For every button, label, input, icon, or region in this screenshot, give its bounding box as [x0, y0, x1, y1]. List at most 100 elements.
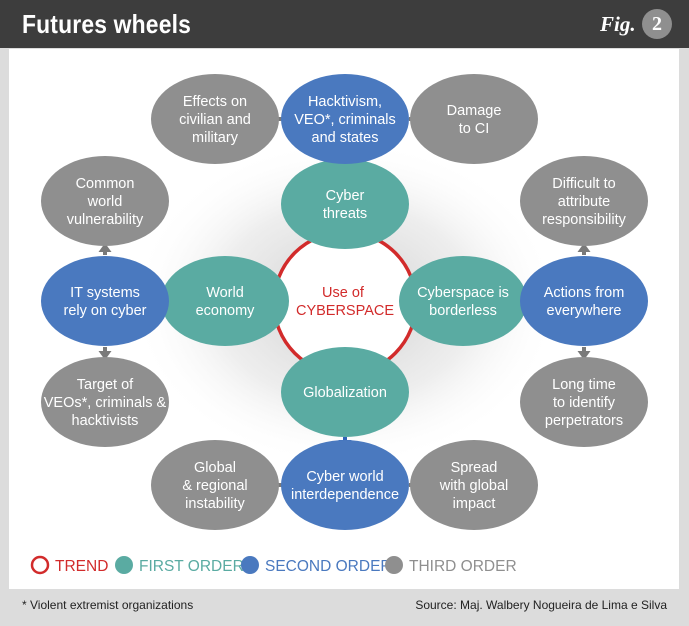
node-first-bottom-shape	[281, 347, 409, 437]
figure-label: Fig.	[600, 12, 636, 36]
legend-third-order-label: THIRD ORDER	[409, 558, 517, 575]
node-third-left-top-shape	[41, 156, 169, 246]
node-first-left-label: World economy	[196, 285, 256, 319]
node-first-right-shape	[399, 256, 527, 346]
node-third-right-top-line-2: attribute	[558, 194, 610, 210]
node-third-left-bottom-line-1: Target of	[77, 377, 134, 393]
node-first-top-label: Cyber threats	[323, 188, 367, 222]
node-third-bottom-left-label: Global & regional instability	[182, 460, 247, 512]
arrow-it-systems-to-target-head	[98, 351, 112, 360]
node-third-top-left-shape	[151, 74, 279, 164]
node-third-bottom-right-line-3: impact	[453, 496, 496, 512]
node-first-top-line-2: threats	[323, 206, 367, 222]
arrow-actions-to-perpetrators	[577, 347, 591, 360]
source-credit: Source: Maj. Walbery Nogueira de Lima e …	[415, 598, 667, 612]
legend-first-order-swatch	[115, 556, 133, 574]
node-second-top-line-3: and states	[312, 130, 379, 146]
figure-number-badge: 2	[642, 9, 672, 39]
node-first-left-line-2: economy	[196, 303, 256, 319]
node-first-bottom-line-1: Globalization	[303, 385, 387, 401]
legend-trend-swatch	[30, 555, 50, 575]
node-third-right-bottom-shape	[520, 357, 648, 447]
node-third-left-bottom-shape	[41, 357, 169, 447]
node-third-left-top-label: Common world vulnerability	[67, 176, 144, 228]
node-first-bottom-label: Globalization	[303, 385, 387, 401]
node-first-bottom: Globalization	[281, 347, 409, 437]
node-third-bottom-left-line-1: Global	[194, 460, 236, 476]
header-bar: Futures wheels Fig. 2	[0, 0, 689, 48]
node-third-bottom-right-shape	[410, 440, 538, 530]
figure-title: Futures wheels	[22, 9, 192, 39]
node-first-top-shape	[281, 159, 409, 249]
node-second-left-shape	[41, 256, 169, 346]
legend-trend-label: TREND	[55, 558, 108, 575]
legend: TREND FIRST ORDER SECOND ORDER THIRD ORD…	[30, 555, 517, 575]
node-second-top-line-2: VEO*, criminals	[294, 112, 396, 128]
node-first-right-line-1: Cyberspace is	[417, 285, 509, 301]
node-third-bottom-left-line-3: instability	[185, 496, 245, 512]
node-second-bottom: Cyber world interdependence	[281, 440, 409, 530]
node-third-right-top-line-3: responsibility	[542, 212, 627, 228]
node-third-top-right-line-1: Damage	[447, 103, 502, 119]
node-second-right-shape	[520, 256, 648, 346]
node-second-right-line-1: Actions from	[544, 285, 625, 301]
node-third-top-right-shape	[410, 74, 538, 164]
node-third-top-left-line-3: military	[192, 130, 239, 146]
node-third-bottom-left-line-2: & regional	[182, 478, 247, 494]
node-second-bottom-label: Cyber world interdependence	[291, 469, 399, 503]
node-second-right-label: Actions from everywhere	[544, 285, 625, 319]
center-label-line-1: Use of	[322, 285, 365, 301]
node-second-right-line-2: everywhere	[547, 303, 622, 319]
node-first-left-shape	[161, 256, 289, 346]
node-third-bottom-left: Global & regional instability	[151, 440, 279, 530]
legend-first-order-label: FIRST ORDER	[139, 558, 244, 575]
node-second-top: Hacktivism, VEO*, criminals and states	[281, 74, 409, 164]
arrow-it-systems-to-vulnerability-head	[98, 243, 112, 252]
node-first-left: World economy	[161, 256, 289, 346]
node-third-right-bottom-line-2: to identify	[553, 395, 616, 411]
node-first-top: Cyber threats	[281, 159, 409, 249]
node-second-left-line-2: rely on cyber	[63, 303, 146, 319]
footnote: * Violent extremist organizations	[22, 598, 194, 612]
arrow-actions-to-perpetrators-head	[577, 351, 591, 360]
node-third-top-right: Damage to CI	[410, 74, 538, 164]
node-second-bottom-shape	[281, 440, 409, 530]
node-second-bottom-line-1: Cyber world	[306, 469, 383, 485]
node-third-left-top: Common world vulnerability	[41, 156, 169, 246]
node-third-left-top-line-1: Common	[76, 176, 135, 192]
node-second-bottom-line-2: interdependence	[291, 487, 399, 503]
node-third-right-bottom: Long time to identify perpetrators	[520, 357, 648, 447]
legend-second-order-swatch	[241, 556, 259, 574]
node-third-bottom-right-line-1: Spread	[451, 460, 498, 476]
node-third-right-bottom-line-1: Long time	[552, 377, 616, 393]
node-second-right: Actions from everywhere	[520, 256, 648, 346]
node-third-top-left-line-2: civilian and	[179, 112, 251, 128]
node-third-right-bottom-label: Long time to identify perpetrators	[545, 377, 623, 429]
node-third-right-top: Difficult to attribute responsibility	[520, 156, 648, 246]
node-third-top-right-line-2: to CI	[459, 121, 490, 137]
node-third-bottom-left-shape	[151, 440, 279, 530]
arrow-it-systems-to-target	[98, 347, 112, 360]
node-third-left-bottom-line-3: hacktivists	[72, 413, 139, 429]
node-third-right-bottom-line-3: perpetrators	[545, 413, 623, 429]
node-third-left-top-line-2: world	[87, 194, 123, 210]
legend-second-order-label: SECOND ORDER	[265, 558, 392, 575]
node-third-right-top-label: Difficult to attribute responsibility	[542, 176, 627, 228]
node-first-left-line-1: World	[206, 285, 244, 301]
node-first-top-line-1: Cyber	[326, 188, 365, 204]
node-second-top-label: Hacktivism, VEO*, criminals and states	[294, 94, 396, 146]
node-second-top-line-1: Hacktivism,	[308, 94, 382, 110]
arrow-actions-to-attribution-head	[577, 243, 591, 252]
legend-third-order-swatch	[385, 556, 403, 574]
node-third-left-top-line-3: vulnerability	[67, 212, 144, 228]
node-third-right-top-line-1: Difficult to	[552, 176, 615, 192]
center-label: Use of CYBERSPACE	[296, 285, 394, 319]
center-label-line-2: CYBERSPACE	[296, 303, 394, 319]
